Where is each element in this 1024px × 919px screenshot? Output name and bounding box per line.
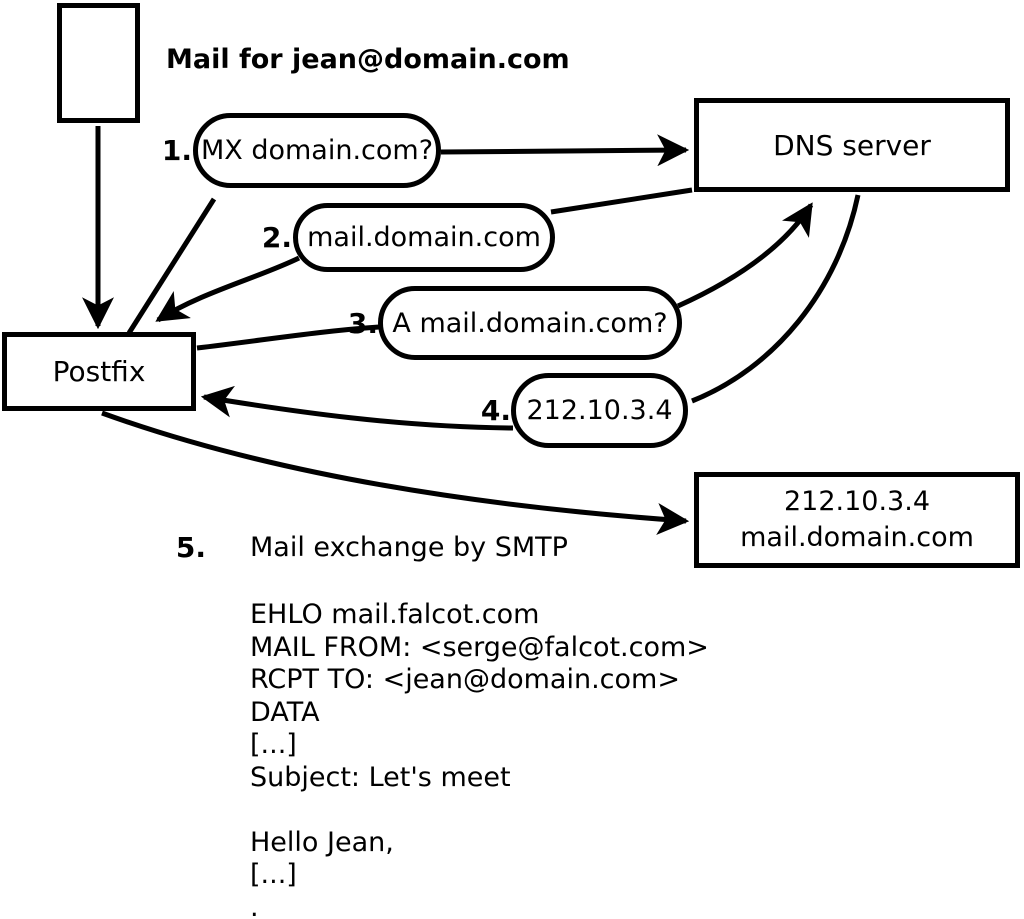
line-postfix-to-query1 (126, 197, 217, 335)
smtp-line: DATA (250, 696, 320, 728)
mail-server-ip: 212.10.3.4 (784, 486, 930, 517)
step3-number: 3. (347, 307, 378, 340)
arrow-response4-to-postfix (200, 385, 514, 431)
step3-query-label: A mail.domain.com? (392, 307, 668, 339)
smtp-line: . (250, 891, 259, 919)
smtp-line: EHLO mail.falcot.com (250, 599, 540, 630)
arrow-smtp-postfix-to-mailserver (101, 410, 690, 535)
line-dns-to-response4 (691, 194, 861, 404)
diagram-title: Mail for jean@domain.com (166, 44, 570, 75)
mail-server-hostname: mail.domain.com (740, 522, 974, 553)
smtp-line: Subject: Let's meet (250, 761, 511, 793)
arrow-query1-to-dns (440, 134, 690, 167)
smtp-line: MAIL FROM: <serge@falcot.com> (250, 631, 709, 663)
line-dns-to-response2 (550, 187, 693, 215)
step1-query-bubble: MX domain.com? (193, 113, 441, 188)
dns-server-node: DNS server (694, 98, 1010, 192)
smtp-line: RCPT TO: <jean@domain.com> (250, 664, 680, 695)
step2-response-bubble: mail.domain.com (293, 203, 555, 272)
step5-label: Mail exchange by SMTP (250, 532, 568, 563)
step3-query-bubble: A mail.domain.com? (378, 286, 682, 360)
smtp-line: Hello Jean, (250, 826, 394, 858)
smtp-line (250, 793, 709, 826)
step4-number: 4. (480, 394, 511, 427)
mail-server-node: 212.10.3.4 mail.domain.com (694, 472, 1020, 568)
smtp-line: [...] (250, 859, 297, 890)
step2-response-label: mail.domain.com (307, 222, 541, 253)
step4-response-bubble: 212.10.3.4 (511, 373, 688, 448)
line-postfix-to-query3 (196, 324, 380, 351)
step1-query-label: MX domain.com? (200, 135, 434, 166)
step1-number: 1. (161, 134, 192, 167)
dns-server-label: DNS server (773, 128, 931, 162)
postfix-node: Postfix (2, 332, 196, 411)
mail-document-icon (57, 3, 140, 123)
smtp-line: [...] (250, 729, 297, 760)
arrow-query3-to-dns (676, 202, 814, 309)
step5-number: 5. (175, 531, 206, 564)
postfix-label: Postfix (52, 355, 146, 388)
step2-number: 2. (261, 221, 292, 254)
step4-response-label: 212.10.3.4 (526, 395, 673, 426)
arrow-response2-to-postfix (155, 255, 301, 323)
